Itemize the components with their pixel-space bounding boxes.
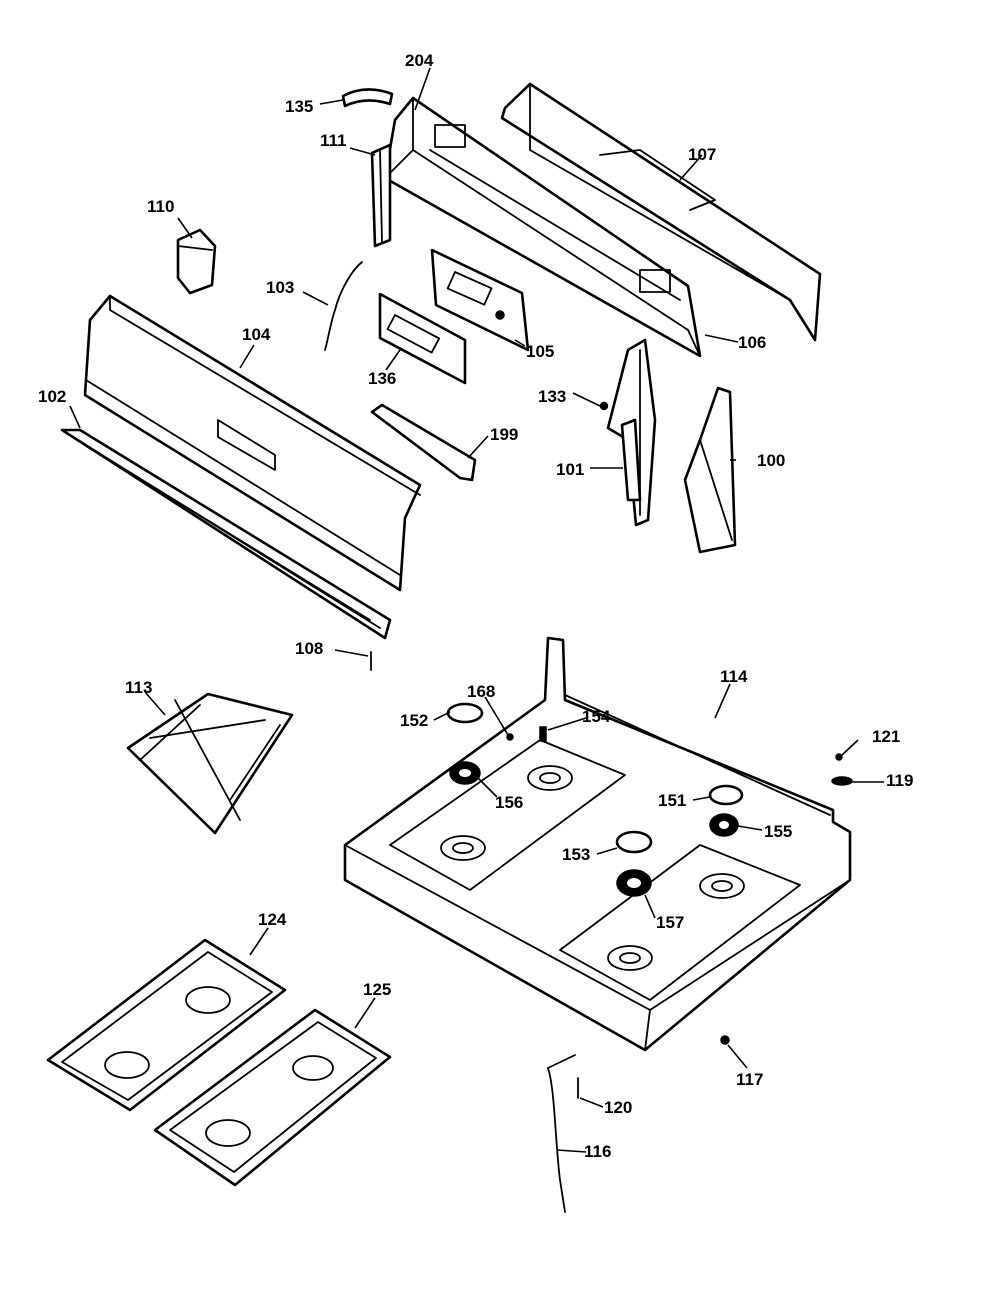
callout-133: 133 (538, 387, 566, 406)
part-107-control-cover (500, 82, 822, 342)
burner-heads (449, 761, 739, 897)
callout-104: 104 (242, 325, 271, 344)
callout-111: 111 (320, 131, 347, 150)
part-133-screw (599, 401, 609, 411)
part-101-side-brackets (606, 338, 657, 527)
callout-120: 120 (604, 1098, 632, 1117)
callout-121: 121 (872, 727, 900, 746)
leader-lines (69, 67, 884, 1153)
callout-152: 152 (400, 711, 428, 730)
part-113-burner-grate (126, 692, 294, 835)
part-106-backsplash-panel (383, 96, 702, 358)
part-102-trim-strip (60, 428, 392, 640)
part-105-clock-timer (430, 248, 530, 352)
callout-labels: 204 135 111 107 110 103 104 105 106 136 … (38, 51, 913, 1161)
callout-199: 199 (490, 425, 518, 444)
part-104-main-panel (83, 294, 422, 592)
callout-114: 114 (720, 667, 748, 686)
callout-103: 103 (266, 278, 294, 297)
part-125-drip-pan (153, 1008, 392, 1187)
callout-110: 110 (147, 197, 174, 216)
callout-155: 155 (764, 822, 792, 841)
callout-113: 113 (125, 678, 152, 697)
small-hardware (506, 726, 853, 1045)
callout-101: 101 (556, 460, 584, 479)
callout-108: 108 (295, 639, 323, 658)
callout-168: 168 (467, 682, 495, 701)
callout-100: 100 (757, 451, 785, 470)
callout-124: 124 (258, 910, 287, 929)
callout-105: 105 (526, 342, 554, 361)
part-114-cooktop (343, 636, 852, 1052)
callout-154: 154 (582, 707, 611, 726)
part-100-side-panel (683, 386, 737, 554)
burner-caps (446, 702, 744, 854)
callout-204: 204 (405, 51, 434, 70)
callout-107: 107 (688, 145, 716, 164)
callout-135: 135 (285, 97, 313, 116)
callout-116: 116 (584, 1142, 611, 1161)
callout-157: 157 (656, 913, 684, 932)
callout-117: 117 (736, 1070, 763, 1089)
callout-119: 119 (886, 771, 913, 790)
part-103-wire-harness (324, 261, 363, 351)
part-110-block (176, 228, 217, 295)
callout-102: 102 (38, 387, 66, 406)
callout-151: 151 (658, 791, 686, 810)
part-124-drip-pan (46, 938, 287, 1112)
callout-106: 106 (738, 333, 766, 352)
callout-156: 156 (495, 793, 523, 812)
part-116-wire (547, 1054, 576, 1213)
part-135-clip (341, 88, 394, 108)
callout-125: 125 (363, 980, 391, 999)
part-199-bracket (370, 403, 477, 482)
part-136-overlay (378, 292, 467, 385)
part-111-end-bracket (370, 143, 392, 248)
callout-136: 136 (368, 369, 396, 388)
callout-153: 153 (562, 845, 590, 864)
